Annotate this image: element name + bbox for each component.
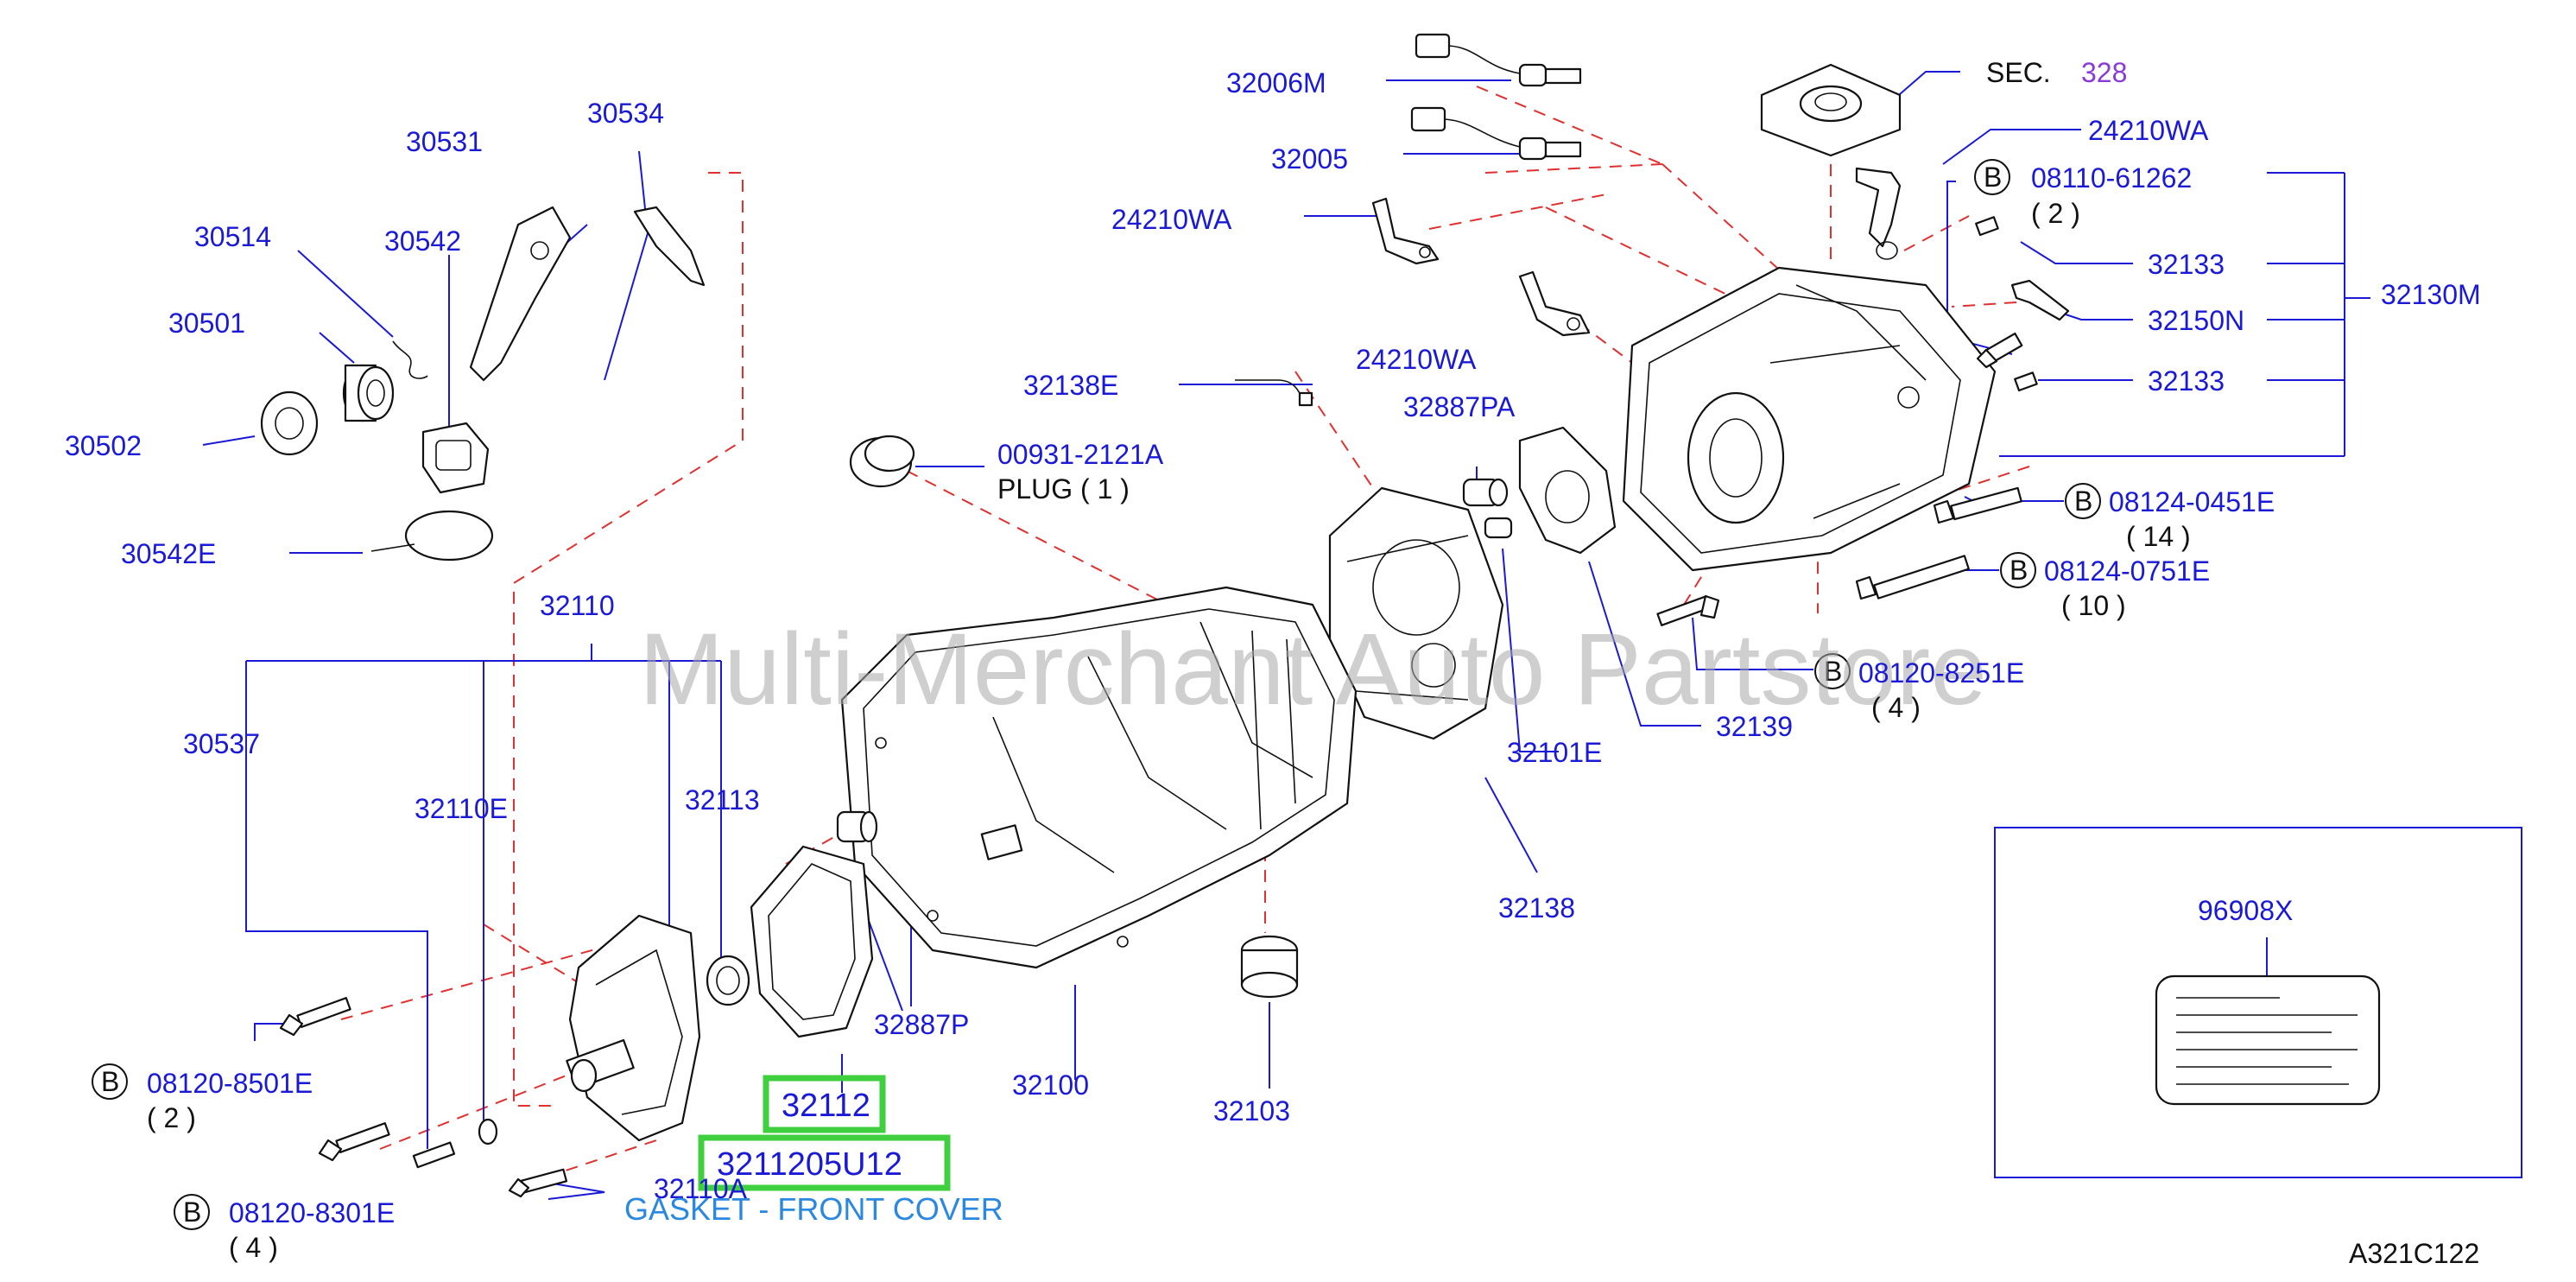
seal-30502-icon — [260, 390, 319, 456]
oil-seal-32113-icon — [706, 955, 750, 1006]
part-link-00931-2121a[interactable]: 00931-2121A — [997, 439, 1164, 470]
part-link-08120-8501e[interactable]: 08120-8501E — [147, 1068, 313, 1099]
bolt-marker-08124-0451e: B — [2074, 486, 2092, 517]
section-prefix: SEC. — [1986, 57, 2051, 88]
part-link-32130m[interactable]: 32130M — [2381, 279, 2481, 310]
part-link-30534[interactable]: 30534 — [587, 98, 664, 129]
watermark-text: Multi-Merchant Auto Partstore — [639, 612, 1987, 727]
fork-30531-icon — [469, 206, 572, 382]
part-link-32006m[interactable]: 32006M — [1226, 67, 1326, 98]
part-link-24210wa-a[interactable]: 24210WA — [1111, 204, 1232, 235]
stud-30537-icon — [412, 1141, 456, 1169]
qty-08120-8251e: ( 4 ) — [1871, 692, 1921, 723]
lever-30534-icon — [633, 206, 706, 287]
sensor-32006m-icon — [1415, 33, 1582, 87]
pin-32133-a-icon — [1975, 216, 1999, 237]
boot-30542-icon — [421, 422, 490, 494]
bracket-24210wa-b-icon — [1855, 167, 1902, 260]
bolt-08120-8501e-icon — [279, 997, 351, 1037]
qty-08124-0751e: ( 10 ) — [2061, 590, 2126, 621]
part-link-32110e[interactable]: 32110E — [415, 793, 508, 824]
part-link-32110a[interactable]: 32110A — [654, 1173, 748, 1204]
gasket-32112-icon — [750, 845, 874, 1038]
part-link-3211205u12[interactable]: 3211205U12 — [717, 1146, 902, 1183]
bolt-08120-8301e-icon — [318, 1122, 390, 1162]
part-link-30542[interactable]: 30542 — [384, 225, 461, 257]
part-link-30502[interactable]: 30502 — [65, 430, 142, 461]
bolt-marker-08124-0751e: B — [2010, 555, 2028, 586]
part-description: GASKET - FRONT COVER — [624, 1191, 1003, 1227]
section-link-328[interactable]: 328 — [2081, 57, 2127, 88]
part-link-30537[interactable]: 30537 — [183, 728, 260, 759]
part-link-32138[interactable]: 32138 — [1498, 892, 1575, 923]
part-link-32133-a[interactable]: 32133 — [2148, 249, 2225, 280]
part-link-08124-0451e[interactable]: 08124-0451E — [2109, 486, 2275, 517]
bushing-32887p-icon — [836, 810, 878, 843]
pin-32133-b-icon — [2014, 371, 2038, 392]
part-link-96908x[interactable]: 96908X — [2198, 895, 2293, 926]
part-link-32101e[interactable]: 32101E — [1507, 737, 1602, 768]
clip-32150n-icon — [2010, 279, 2070, 321]
part-link-32113[interactable]: 32113 — [685, 784, 760, 816]
part-link-24210wa-c[interactable]: 24210WA — [1356, 344, 1477, 375]
transmission-case-32100-icon — [840, 586, 1358, 969]
part-link-32005[interactable]: 32005 — [1271, 143, 1348, 175]
bracket-24210wa-a-icon — [1371, 197, 1440, 265]
bracket-24210wa-c-icon — [1518, 270, 1591, 337]
bolt-08124-0451e-icon — [1933, 486, 2022, 524]
band-30542e-icon — [370, 510, 494, 562]
bolt-markers: B B B B B B — [92, 159, 2101, 1230]
qty-08110: ( 2 ) — [2031, 198, 2080, 229]
spring-30514-icon — [392, 340, 428, 379]
front-cover-32110-icon — [566, 914, 701, 1142]
part-link-32100[interactable]: 32100 — [1012, 1069, 1089, 1101]
plug-00931-icon — [849, 435, 915, 488]
part-link-08124-0751e[interactable]: 08124-0751E — [2044, 555, 2210, 587]
qty-08124-0451e: ( 14 ) — [2126, 521, 2191, 552]
bushing-32887pa-icon — [1462, 478, 1513, 539]
notice-label-96908x-icon — [1994, 827, 2522, 1178]
bolt-marker-08120-8251e: B — [1824, 656, 1842, 687]
bolt-marker-08120-8301e: B — [183, 1196, 201, 1228]
qty-08120-8301e: ( 4 ) — [229, 1232, 278, 1263]
qty-08120-8501e: ( 2 ) — [147, 1102, 196, 1133]
part-link-30501[interactable]: 30501 — [168, 308, 245, 339]
bolt-08124-0751e-icon — [1855, 555, 1970, 600]
part-link-32150n[interactable]: 32150N — [2148, 305, 2244, 336]
highlight-box-3211205u12 — [698, 1134, 951, 1191]
part-link-08120-8251e[interactable]: 08120-8251E — [1858, 657, 2024, 689]
drain-plug-32103-icon — [1240, 935, 1299, 999]
part-link-30542e[interactable]: 30542E — [121, 538, 216, 569]
bolt-08110-icon — [1976, 332, 2023, 369]
part-link-08110-61262[interactable]: 08110-61262 — [2031, 162, 2192, 194]
part-link-32110[interactable]: 32110 — [540, 590, 615, 621]
bolt-08120-8251e-icon — [1656, 594, 1720, 626]
part-link-32887p[interactable]: 32887P — [874, 1009, 969, 1040]
part-link-32133-b[interactable]: 32133 — [2148, 365, 2225, 397]
plug-qty: PLUG ( 1 ) — [997, 473, 1130, 505]
bearing-30501-icon — [342, 364, 395, 422]
part-link-30531[interactable]: 30531 — [406, 126, 483, 157]
part-link-30514[interactable]: 30514 — [194, 221, 271, 252]
part-link-08120-8301e[interactable]: 08120-8301E — [229, 1197, 395, 1228]
sensor-32005-icon — [1410, 106, 1582, 161]
bolt-marker-08110: B — [1984, 162, 2002, 193]
extension-cover-icon — [1760, 63, 1902, 157]
gasket-32139-icon — [1518, 426, 1617, 555]
part-labels: 32006M 32005 24210WA 24210WA SEC. 328 24… — [65, 57, 2481, 1263]
part-link-32112[interactable]: 32112 — [782, 1088, 870, 1124]
part-link-32138e[interactable]: 32138E — [1023, 370, 1118, 401]
part-link-32139[interactable]: 32139 — [1716, 711, 1793, 742]
breather-32138e-icon — [1235, 379, 1313, 407]
rear-extension-housing-icon — [1622, 266, 1997, 572]
diagram-code: A321C122 — [2349, 1238, 2479, 1269]
o-ring-32110e-icon — [478, 1118, 498, 1146]
bolt-32110a-icon — [508, 1168, 568, 1198]
bolt-marker-08120-8501e: B — [101, 1066, 119, 1097]
part-link-32887pa[interactable]: 32887PA — [1403, 391, 1516, 422]
part-link-24210wa-b[interactable]: 24210WA — [2088, 115, 2209, 146]
part-link-32103[interactable]: 32103 — [1213, 1095, 1290, 1127]
highlight-box-32112 — [763, 1075, 886, 1133]
